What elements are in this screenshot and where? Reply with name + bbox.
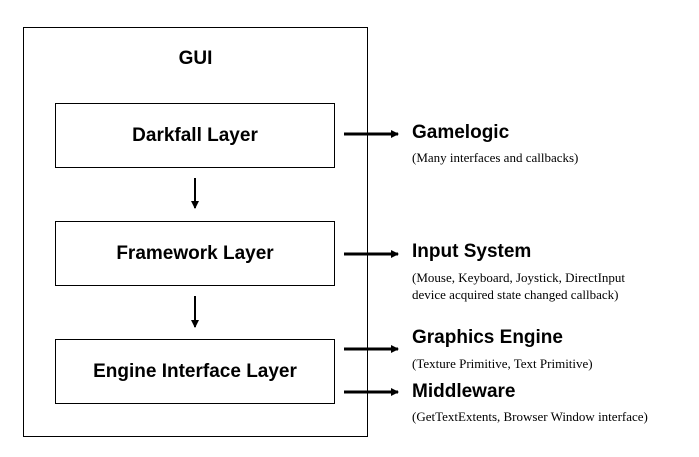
darkfall-layer-box: Darkfall Layer — [55, 103, 335, 168]
middleware-title: Middleware — [412, 381, 516, 402]
graphics-engine-desc: (Texture Primitive, Text Primitive) — [412, 356, 593, 371]
gamelogic-title: Gamelogic — [412, 122, 510, 143]
graphics-engine-title: Graphics Engine — [412, 327, 563, 348]
framework-layer-box: Framework Layer — [55, 221, 335, 286]
engine-interface-layer-box: Engine Interface Layer — [55, 339, 335, 404]
input-system-desc-line1: (Mouse, Keyboard, Joystick, DirectInput — [412, 270, 626, 285]
middleware-desc: (GetTextExtents, Browser Window interfac… — [412, 409, 648, 424]
input-system-desc-line2: device acquired state changed callback) — [412, 287, 619, 302]
gui-title: GUI — [178, 48, 213, 69]
gamelogic-desc: (Many interfaces and callbacks) — [412, 150, 579, 165]
input-system-title: Input System — [412, 241, 532, 262]
